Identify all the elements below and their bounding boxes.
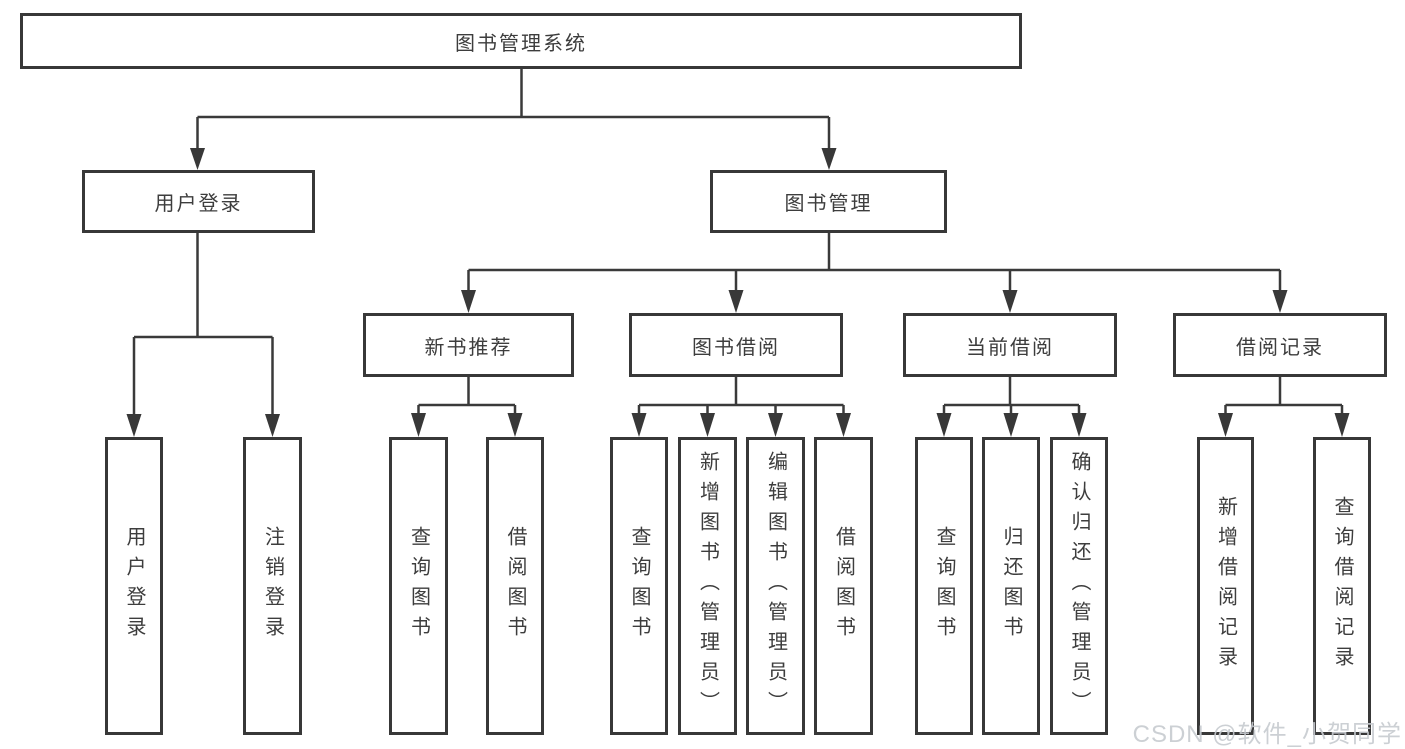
leaf-borrow-books-1: 借阅图书: [486, 437, 544, 735]
node-root: 图书管理系统: [20, 13, 1022, 69]
node-root-label: 图书管理系统: [455, 32, 587, 55]
leaf-borrow-books-2: 借阅图书: [814, 437, 873, 735]
arrowheads: [126, 148, 1350, 437]
leaf-query-books-1: 查询图书: [389, 437, 448, 735]
node-borrow-records-label: 借阅记录: [1236, 336, 1324, 359]
leaf-add-borrow-record: 新增借阅记录: [1197, 437, 1254, 735]
node-current-borrow: 当前借阅: [903, 313, 1117, 377]
node-new-book-recommend: 新书推荐: [363, 313, 574, 377]
node-user-login-label: 用户登录: [154, 193, 243, 215]
leaf-add-books-admin: 新增图书（管理员）: [678, 437, 737, 735]
node-book-management-label: 图书管理: [784, 193, 873, 215]
leaf-return-books: 归还图书: [982, 437, 1040, 735]
node-user-login: 用户登录: [82, 170, 315, 233]
csdn-watermark: CSDN @软件_小贺同学: [1132, 721, 1402, 748]
connector-paths: [132, 68, 1344, 416]
node-book-borrow-label: 图书借阅: [692, 336, 780, 359]
leaf-query-books-2: 查询图书: [610, 437, 668, 735]
leaf-user-login: 用户登录: [105, 437, 163, 735]
leaf-edit-books-admin: 编辑图书（管理员）: [746, 437, 805, 735]
node-new-book-recommend-label: 新书推荐: [424, 336, 513, 359]
leaf-confirm-return-admin: 确认归还（管理员）: [1050, 437, 1108, 735]
node-book-management: 图书管理: [710, 170, 947, 233]
node-borrow-records: 借阅记录: [1173, 313, 1387, 377]
node-current-borrow-label: 当前借阅: [966, 336, 1054, 359]
leaf-query-books-3: 查询图书: [915, 437, 973, 735]
node-book-borrow: 图书借阅: [629, 313, 843, 377]
leaf-query-borrow-record: 查询借阅记录: [1313, 437, 1371, 735]
leaf-logout: 注销登录: [243, 437, 302, 735]
